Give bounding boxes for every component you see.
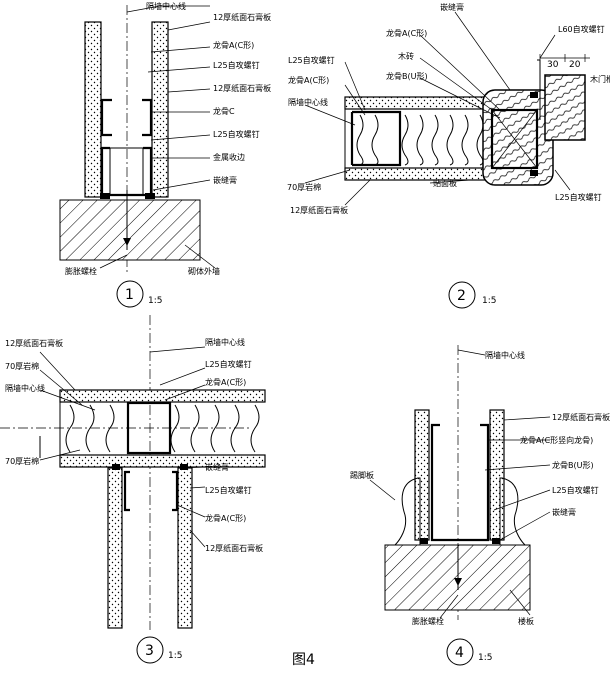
gypsum-board-right-3b xyxy=(177,467,193,629)
label-1-gypsum-top: 12厚纸面石膏板 xyxy=(213,12,271,22)
label-1-sealant: 嵌缝膏 xyxy=(213,175,237,185)
label-3-rockwool-top: 70厚岩棉 xyxy=(5,361,39,371)
label-1-stud-c: 龙骨C xyxy=(213,106,235,116)
stud-c-right-1 xyxy=(142,98,153,137)
dim-2-30: 30 xyxy=(547,60,559,70)
label-4-centerline: 隔墙中心线 xyxy=(485,350,525,360)
gypsum-board-top-2 xyxy=(344,96,491,110)
label-1-gypsum-mid: 12厚纸面石膏板 xyxy=(213,83,271,93)
label-2-trim: 贴面板 xyxy=(433,178,457,188)
detail-4-number: 4 xyxy=(455,645,464,661)
label-3-gypsum-bottom: 12厚纸面石膏板 xyxy=(205,543,263,553)
label-3-sealant: 嵌缝膏 xyxy=(205,462,229,472)
gypsum-board-left-4 xyxy=(414,409,430,541)
detail-3-circle xyxy=(136,636,164,664)
rock-wool-3 xyxy=(65,404,260,453)
label-1-stud-a: 龙骨A(C形) xyxy=(213,40,254,50)
label-2-door: 木门框 xyxy=(590,74,610,84)
stud-4 xyxy=(430,423,490,542)
gypsum-board-top-3 xyxy=(59,389,266,403)
stud-a-3 xyxy=(126,401,172,455)
label-2-sealant: 嵌缝膏 xyxy=(440,2,464,12)
label-2-wood: 木砖 xyxy=(398,51,414,61)
label-3-stud-a-top: 龙骨A(C形) xyxy=(205,377,246,387)
door-leaf-2 xyxy=(544,74,586,141)
label-1-floor: 砌体外墙 xyxy=(188,266,220,276)
label-3-screw-top: L25自攻螺钉 xyxy=(205,359,252,369)
detail-2-scale: 1:5 xyxy=(482,296,496,306)
label-4-screw: L25自攻螺钉 xyxy=(552,485,599,495)
figure-caption: 图4 xyxy=(292,652,315,668)
detail-2: 30 20 木门框 嵌缝膏 L60自攻螺钉 龙骨A(C形) 木砖 龙骨B(U形)… xyxy=(287,2,610,309)
detail-2-circle xyxy=(448,281,476,309)
gypsum-board-left-1 xyxy=(84,21,102,198)
label-2-centerline: 隔墙中心线 xyxy=(288,97,328,107)
label-2-screw-top: L25自攻螺钉 xyxy=(288,55,335,65)
label-3-gypsum-top: 12厚纸面石膏板 xyxy=(5,338,63,348)
label-2-gypsum: 12厚纸面石膏板 xyxy=(290,205,348,215)
detail-4-circle xyxy=(446,638,474,666)
label-3-centerline: 隔墙中心线 xyxy=(205,337,245,347)
rock-wool-2 xyxy=(356,114,484,166)
bottom-track-1 xyxy=(100,146,153,197)
stud-c-box-1 xyxy=(109,147,144,196)
detail-4: 隔墙中心线 12厚纸面石膏板 龙骨A(C形竖向龙骨) 龙骨B(U形) L25自攻… xyxy=(350,345,610,666)
detail-4-scale: 1:5 xyxy=(478,653,492,663)
label-1-screw-mid: L25自攻螺钉 xyxy=(213,129,260,139)
label-3-stud-a-bottom: 龙骨A(C形) xyxy=(205,513,246,523)
sealant-right-1 xyxy=(145,193,155,199)
label-4-gypsum: 12厚纸面石膏板 xyxy=(552,412,610,422)
concrete-floor-1 xyxy=(59,199,201,261)
detail-1: 隔墙中心线 12厚纸面石膏板 龙骨A(C形) L25自攻螺钉 12厚纸面石膏板 … xyxy=(59,1,271,308)
dim-2-20: 20 xyxy=(569,60,581,70)
label-3-rockwool-bottom: 70厚岩棉 xyxy=(5,456,39,466)
label-4-expansion-bolt: 膨胀螺栓 xyxy=(412,616,444,626)
gypsum-board-right-4 xyxy=(489,409,505,541)
label-3-centerline-left: 隔墙中心线 xyxy=(5,383,45,393)
label-1-expansion-bolt: 膨胀螺栓 xyxy=(65,266,97,276)
label-4-baseboard: 踢脚板 xyxy=(350,470,374,480)
sealant-left-1 xyxy=(100,193,110,199)
label-4-stud-b: 龙骨B(U形) xyxy=(552,460,594,470)
label-1-metal-track: 金属收边 xyxy=(213,152,245,162)
gypsum-board-left-3b xyxy=(107,467,123,629)
stud-c-left-1 xyxy=(100,98,112,137)
detail-1-number: 1 xyxy=(125,287,134,303)
gypsum-board-bottom-2 xyxy=(344,167,491,181)
detail-3-number: 3 xyxy=(145,643,154,659)
label-4-stud-a: 龙骨A(C形竖向龙骨) xyxy=(520,435,593,445)
detail-3-scale: 1:5 xyxy=(168,651,182,661)
detail-1-scale: 1:5 xyxy=(148,296,162,306)
label-3-screw-bottom: L25自攻螺钉 xyxy=(205,485,252,495)
detail-2-number: 2 xyxy=(457,288,466,304)
label-2-angle: L60自攻螺钉 xyxy=(558,24,605,34)
label-1-screw-top: L25自攻螺钉 xyxy=(213,60,260,70)
label-2-stud-b: 龙骨B(U形) xyxy=(386,71,428,81)
gypsum-board-bottom-3 xyxy=(59,454,266,468)
label-2-rockwool: 70厚岩棉 xyxy=(287,182,321,192)
gypsum-board-right-1 xyxy=(151,21,169,198)
detail-3: 隔墙中心线 L25自攻螺钉 龙骨A(C形) 12厚纸面石膏板 70厚岩棉 隔墙中… xyxy=(0,315,266,664)
label-4-sealant: 嵌缝膏 xyxy=(552,507,576,517)
label-2-stud-a-top: 龙骨A(C形) xyxy=(386,28,427,38)
label-4-floor: 楼板 xyxy=(518,616,534,626)
label-2-screw-bottom: L25自攻螺钉 xyxy=(555,192,602,202)
label-2-stud-a-left: 龙骨A(C形) xyxy=(288,75,329,85)
label-1-centerline: 隔墙中心线 xyxy=(146,1,186,11)
detail-1-circle xyxy=(116,280,144,308)
